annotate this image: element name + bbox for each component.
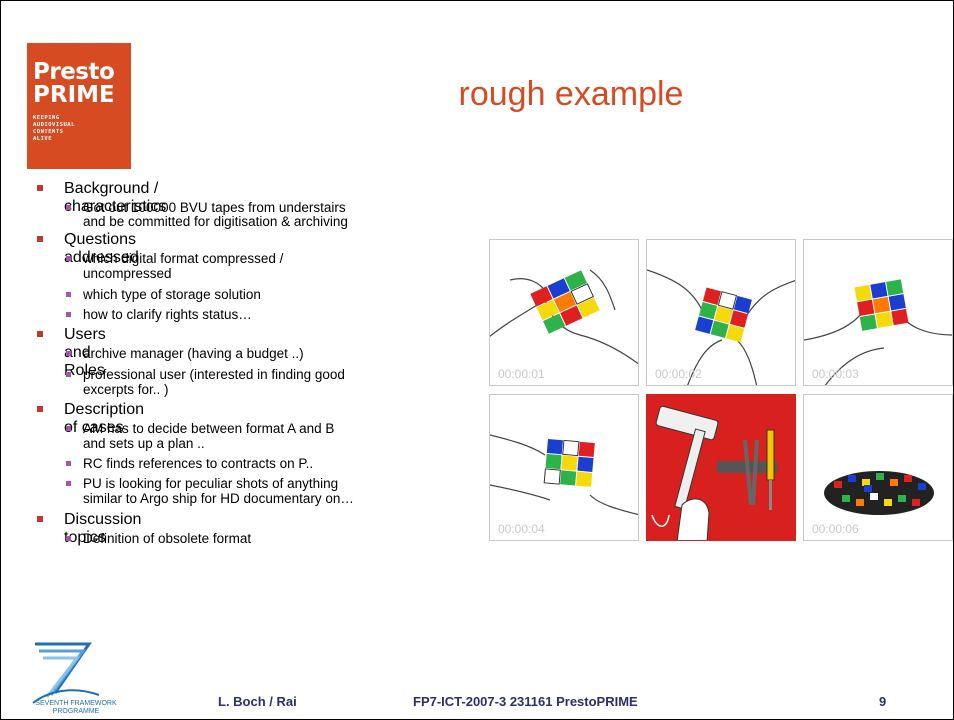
ec-program-line2: PROGRAMME <box>52 708 100 715</box>
bullet-item-cont: uncompressed <box>83 266 172 281</box>
logo-tagline-3: CONTENTS <box>33 129 64 135</box>
section-label: Users and Roles <box>37 326 106 379</box>
frame-4: 00:00:04 <box>489 394 639 541</box>
logo-tagline-2: AUDIOVISUAL <box>33 122 75 128</box>
ec-program-line1: SEVENTH FRAMEWORK <box>35 700 117 707</box>
logo-tagline: KEEPING AUDIOVISUAL CONTENTS ALIVE <box>33 115 75 143</box>
frame-5 <box>646 394 796 541</box>
frame-2: 00:00:02 <box>646 239 796 386</box>
section-label: Description of cases <box>36 401 145 436</box>
frame-timecode: 00:00:01 <box>498 367 545 381</box>
frame-timecode: 00:00:06 <box>812 522 859 536</box>
frame-6: 00:00:06 <box>803 394 953 541</box>
section-label: Background / characteristics <box>36 180 167 215</box>
hand-cube-illustration-4 <box>490 434 638 516</box>
frame-1: 00:00:01 <box>489 239 639 386</box>
rubiks-cube-frame-sequence: 00:00:01 00:00:02 <box>489 239 953 541</box>
bullet-item: AM has to decide between format A and B <box>66 422 493 436</box>
frame-3: 00:00:03 <box>803 239 953 386</box>
section-label: Discussion topics <box>36 511 142 546</box>
bullet-item: which digital format compressed / <box>66 252 493 266</box>
bullet-item: how to clarify rights status… <box>66 308 493 322</box>
section-label: Questions addressed <box>37 231 139 266</box>
page-number: 9 <box>879 694 887 709</box>
seventh-framework-logo: SEVENTH FRAMEWORK PROGRAMME <box>21 641 131 716</box>
logo-line2: PRIME <box>33 82 115 108</box>
hands-cube-illustration-2 <box>647 269 795 385</box>
footer-author: L. Boch / Rai <box>218 694 297 709</box>
bullet-item-cont: and be committed for digitisation & arch… <box>83 214 348 229</box>
hands-cube-illustration-3 <box>804 279 952 385</box>
logo-tagline-1: KEEPING <box>33 115 60 121</box>
logo-line1: Presto <box>33 59 115 85</box>
frame-timecode: 00:00:03 <box>812 367 859 381</box>
hammer-tools-illustration <box>651 405 777 540</box>
bullet-item-cont: and sets up a plan .. <box>83 436 205 451</box>
footer-project: FP7-ICT-2007-3 231161 PrestoPRIME <box>413 694 638 709</box>
bullet-item: professional user (interested in finding… <box>66 368 493 382</box>
bullet-item: PU is looking for peculiar shots of anyt… <box>66 477 493 491</box>
bullet-item: Definition of obsolete format <box>66 532 493 546</box>
bullet-item: Got out 100000 BVU tapes from understair… <box>66 201 493 215</box>
bullet-item: which type of storage solution <box>66 288 493 302</box>
fp7-icon <box>32 642 100 704</box>
slide-title: rough example <box>458 75 684 113</box>
hands-cube-illustration-1 <box>490 269 638 365</box>
bullet-item-cont: excerpts for.. ) <box>83 382 169 397</box>
frame-timecode: 00:00:04 <box>498 522 545 536</box>
bullet-item: archive manager (having a budget ..) <box>66 347 493 361</box>
broken-cube-pieces-illustration <box>824 471 934 515</box>
frame-timecode: 00:00:02 <box>655 367 702 381</box>
bullet-item: RC finds references to contracts on P.. <box>66 457 493 471</box>
prestoprime-logo: Presto PRIME KEEPING AUDIOVISUAL CONTENT… <box>27 43 131 169</box>
logo-tagline-4: ALIVE <box>33 136 53 142</box>
bullet-item-cont: similar to Argo ship for HD documentary … <box>83 491 354 506</box>
